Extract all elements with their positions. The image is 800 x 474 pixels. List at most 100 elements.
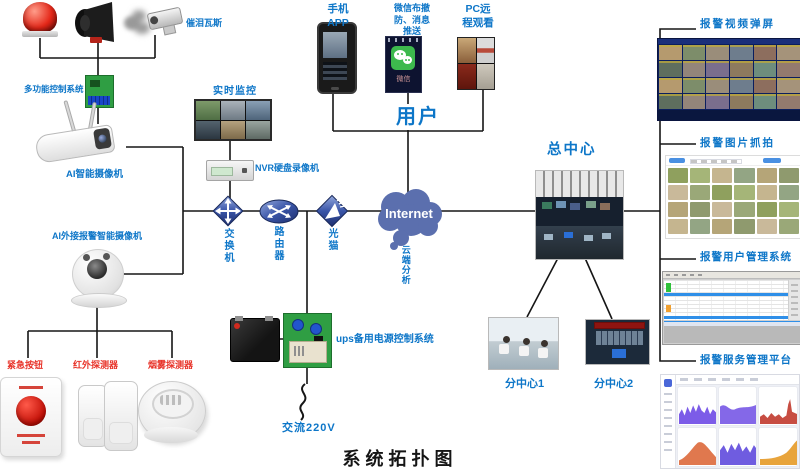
- monitor-wall-icon: [194, 99, 272, 141]
- control-board-icon: [85, 75, 114, 108]
- main-center-photo: [535, 170, 624, 260]
- thumbnail-cell: [756, 219, 777, 234]
- thumbnail-cell: [668, 219, 689, 234]
- sub-center2-photo: [585, 319, 650, 365]
- thumbnail-cell: [734, 185, 755, 200]
- thumbnail-cell: [668, 185, 689, 200]
- thumbnail-cell: [458, 64, 476, 89]
- service-platform-screenshot: [660, 374, 800, 469]
- sub-center1-photo: [488, 317, 559, 370]
- thumbnail-cell: [778, 202, 799, 217]
- thumbnail-cell: [777, 77, 800, 93]
- thumbnail-cell: [542, 202, 552, 210]
- thumbnail-cell: [753, 45, 777, 61]
- pc-remote-label: PC远 程观看: [462, 3, 494, 29]
- thumbnail-cell: [503, 336, 510, 343]
- thumbnail-cell: [602, 232, 611, 239]
- thumbnail-cell: [600, 203, 610, 211]
- thumbnail-cell: [221, 101, 245, 120]
- thumbnail-cell: [584, 234, 593, 241]
- thumbnail-cell: [753, 77, 777, 93]
- thumbnail-cell: [712, 202, 733, 217]
- thumbnail-cell: [729, 61, 753, 77]
- switch-icon: [211, 194, 245, 233]
- modem-icon: [314, 193, 350, 234]
- service-platform-label: 报警服务管理平台: [700, 354, 792, 366]
- dome-camera-icon: [71, 249, 127, 311]
- thumbnail-cell: [706, 77, 729, 93]
- modem-label: 光猫: [326, 228, 337, 252]
- thumbnail-cell: [544, 233, 553, 240]
- ai-camera-label: AI智能摄像机: [66, 169, 124, 180]
- thumbnail-cell: [682, 61, 706, 77]
- thumbnail-cell: [246, 120, 270, 139]
- thumbnail-cell: [712, 168, 733, 183]
- ac-power-label: 交流220V: [282, 422, 336, 434]
- smoke-detector-icon: [138, 381, 206, 451]
- thumbnail-cell: [682, 93, 706, 109]
- thumbnail-cell: [706, 93, 729, 109]
- thumbnail-cell: [734, 219, 755, 234]
- thumbnail-cell: [221, 120, 245, 139]
- user-mgmt-screenshot: [662, 271, 800, 345]
- thumbnail-cell: [541, 340, 548, 347]
- thumbnail-cell: [729, 77, 753, 93]
- thumbnail-cell: [690, 168, 711, 183]
- emergency-button-icon: [0, 377, 62, 457]
- user-label: 用户: [394, 104, 442, 130]
- alarm-videowall-screenshot: [657, 38, 800, 121]
- thumbnail-cell: [729, 93, 753, 109]
- router-label: 路由器: [272, 226, 283, 262]
- thumbnail-cell: [682, 45, 706, 61]
- thumbnail-cell: [712, 185, 733, 200]
- thumbnail-cell: [476, 38, 494, 63]
- thumbnail-cell: [756, 202, 777, 217]
- phone-app-label: 手机 APP: [327, 3, 349, 29]
- thumbnail-cell: [659, 45, 682, 61]
- internet-cloud-icon: Internet: [370, 186, 448, 255]
- switch-label: 交换机: [222, 228, 233, 264]
- nvr-label: NVR硬盘录像机: [255, 163, 320, 173]
- thumbnail-cell: [556, 201, 566, 209]
- thumbnail-cell: [706, 61, 729, 77]
- thumbnail-cell: [690, 202, 711, 217]
- ups-board-icon: [283, 313, 332, 368]
- ups-label: ups备用电源控制系统: [336, 334, 434, 345]
- thumbnail-cell: [729, 45, 753, 61]
- user-mgmt-label: 报警用户管理系统: [700, 251, 792, 263]
- thumbnail-cell: [777, 93, 800, 109]
- cloud-analysis-label: 云端分析: [400, 245, 411, 285]
- wechat-app-name: 微信: [396, 76, 411, 83]
- thumbnail-cell: [759, 387, 797, 425]
- phone-icon: [317, 22, 357, 94]
- thumbnail-cell: [718, 428, 757, 466]
- thumbnail-cell: [706, 45, 729, 61]
- alarm-horn-icon: [74, 1, 116, 44]
- thumbnail-cell: [668, 168, 689, 183]
- thumbnail-cell: [196, 120, 220, 139]
- thumbnail-cell: [678, 387, 716, 425]
- control-system-label: 多功能控制系统: [24, 84, 84, 94]
- thumbnail-cell: [564, 231, 573, 238]
- thumbnail-cell: [519, 346, 529, 356]
- thumbnail-cell: [678, 428, 716, 466]
- diagram-title: 系统拓扑图: [342, 449, 458, 469]
- thumbnail-cell: [777, 45, 800, 61]
- main-center-label: 总中心: [547, 142, 597, 158]
- thumbnail-cell: [712, 219, 733, 234]
- ai-camera-icon: [30, 100, 130, 168]
- thumbnail-cell: [756, 168, 777, 183]
- thumbnail-cell: [499, 344, 509, 354]
- thumbnail-cell: [759, 428, 797, 466]
- smoke-detector-label: 烟雾探测器: [148, 360, 194, 370]
- thumbnail-cell: [458, 38, 476, 63]
- router-icon: [259, 199, 299, 229]
- alarm-beacon-icon: [22, 2, 58, 40]
- sub-center1-label: 分中心1: [505, 378, 545, 390]
- tear-gas-label: 催泪瓦斯: [186, 18, 223, 28]
- emergency-button-label: 紧急按钮: [7, 360, 44, 370]
- thumbnail-cell: [246, 101, 270, 120]
- thumbnail-cell: [690, 219, 711, 234]
- thumbnail-cell: [294, 346, 306, 356]
- thumbnail-cell: [778, 219, 799, 234]
